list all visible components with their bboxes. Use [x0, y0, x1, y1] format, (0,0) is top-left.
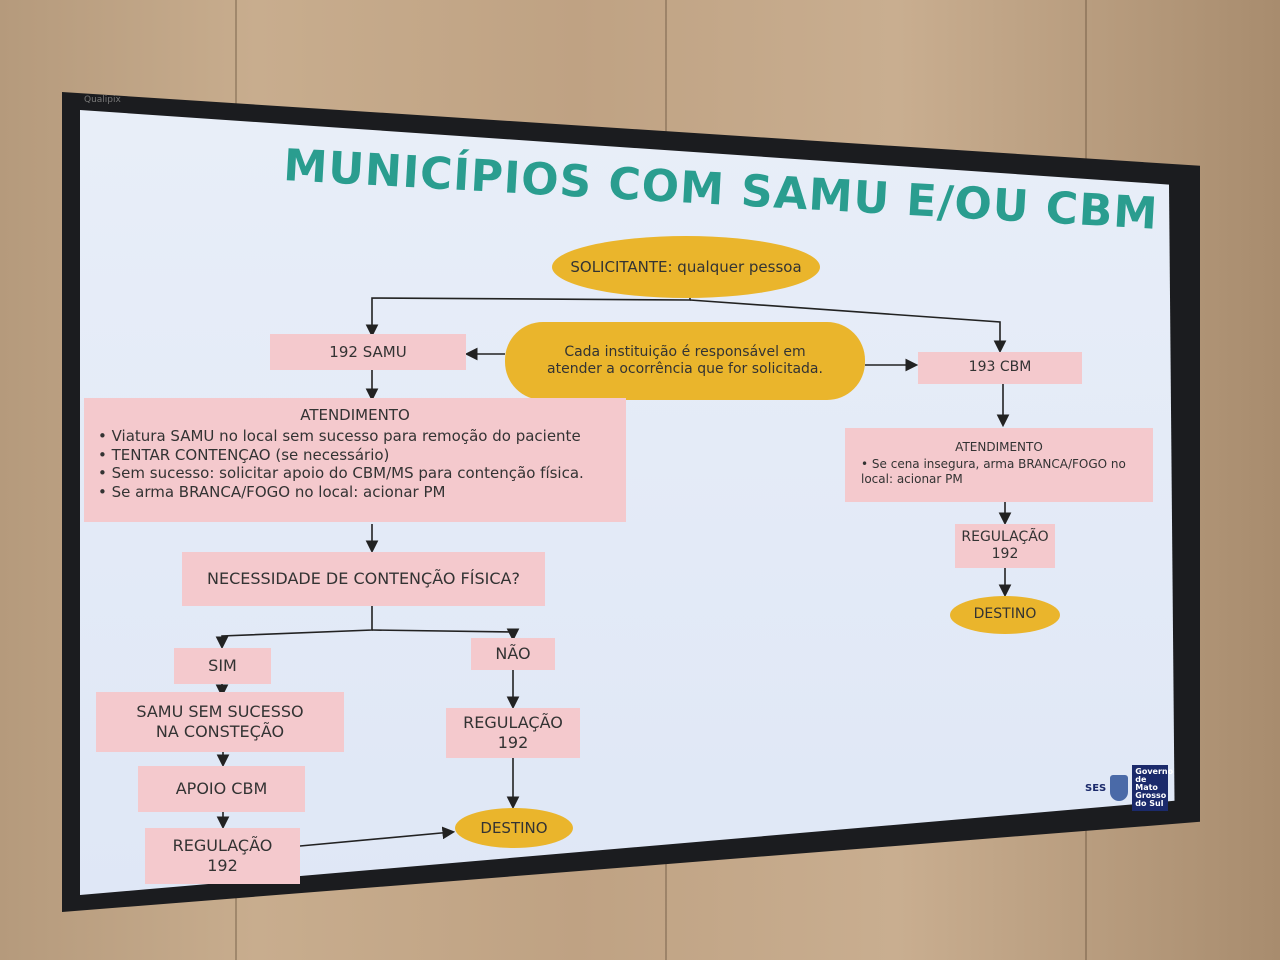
samu-atendimento-title: ATENDIMENTO [300, 406, 410, 424]
samu-atendimento-item: • Viatura SAMU no local sem sucesso para… [98, 426, 581, 445]
samu-destino-node: DESTINO [455, 808, 573, 848]
cbm-regulacao-node: REGULAÇÃO 192 [955, 524, 1055, 568]
center-note-label: Cada instituição é responsável em atende… [547, 343, 823, 378]
samu-node: 192 SAMU [270, 334, 466, 370]
apoio-cbm-label: APOIO CBM [175, 779, 268, 798]
cbm-destino-node: DESTINO [950, 596, 1060, 634]
samu-atendimento-box: ATENDIMENTO • Viatura SAMU no local sem … [84, 398, 626, 522]
question-node: NECESSIDADE DE CONTENÇÃO FÍSICA? [182, 552, 545, 606]
samu-atendimento-item: • TENTAR CONTENÇAO (se necessário) [98, 445, 390, 464]
nao-label: NÃO [495, 644, 531, 663]
state-government-logo: Governo de Mato Grosso do Sul [1132, 765, 1173, 811]
nao-node: NÃO [471, 638, 555, 670]
samu-destino-label: DESTINO [480, 818, 548, 837]
center-note-node: Cada instituição é responsável em atende… [505, 322, 865, 400]
sim-node: SIM [174, 648, 271, 684]
state-crest-icon [1110, 775, 1129, 801]
sim-fail-node: SAMU SEM SUCESSO NA CONSTEÇÃO [96, 692, 344, 752]
tv-brand-logo: Qualipix [84, 95, 121, 105]
cbm-node: 193 CBM [918, 352, 1082, 384]
ses-logo: SES [1085, 782, 1107, 794]
sim-label: SIM [208, 656, 237, 675]
cbm-destino-label: DESTINO [973, 606, 1037, 623]
mid-regulacao-node: REGULAÇÃO 192 [446, 708, 580, 758]
cbm-label: 193 CBM [968, 359, 1032, 376]
cbm-atendimento-box: ATENDIMENTO • Se cena insegura, arma BRA… [845, 428, 1153, 502]
left-regulacao-node: REGULAÇÃO 192 [145, 828, 300, 884]
cbm-atendimento-item: • Se cena insegura, arma BRANCA/FOGO no … [861, 457, 1126, 486]
question-label: NECESSIDADE DE CONTENÇÃO FÍSICA? [207, 569, 520, 588]
cbm-regulacao-label: REGULAÇÃO 192 [961, 528, 1049, 563]
mid-regulacao-label: REGULAÇÃO 192 [463, 713, 563, 752]
footer-logos: SES Governo de Mato Grosso do Sul [1085, 765, 1173, 811]
samu-label: 192 SAMU [329, 342, 407, 361]
cbm-atendimento-title: ATENDIMENTO [955, 440, 1043, 454]
samu-atendimento-item: • Se arma BRANCA/FOGO no local: acionar … [98, 483, 446, 501]
left-regulacao-label: REGULAÇÃO 192 [172, 836, 273, 875]
solicitante-label: SOLICITANTE: qualquer pessoa [570, 257, 802, 276]
apoio-cbm-node: APOIO CBM [138, 766, 305, 812]
samu-atendimento-item: • Sem sucesso: solicitar apoio do CBM/MS… [98, 464, 584, 483]
solicitante-node: SOLICITANTE: qualquer pessoa [552, 236, 820, 298]
sim-fail-label: SAMU SEM SUCESSO NA CONSTEÇÃO [136, 702, 304, 741]
